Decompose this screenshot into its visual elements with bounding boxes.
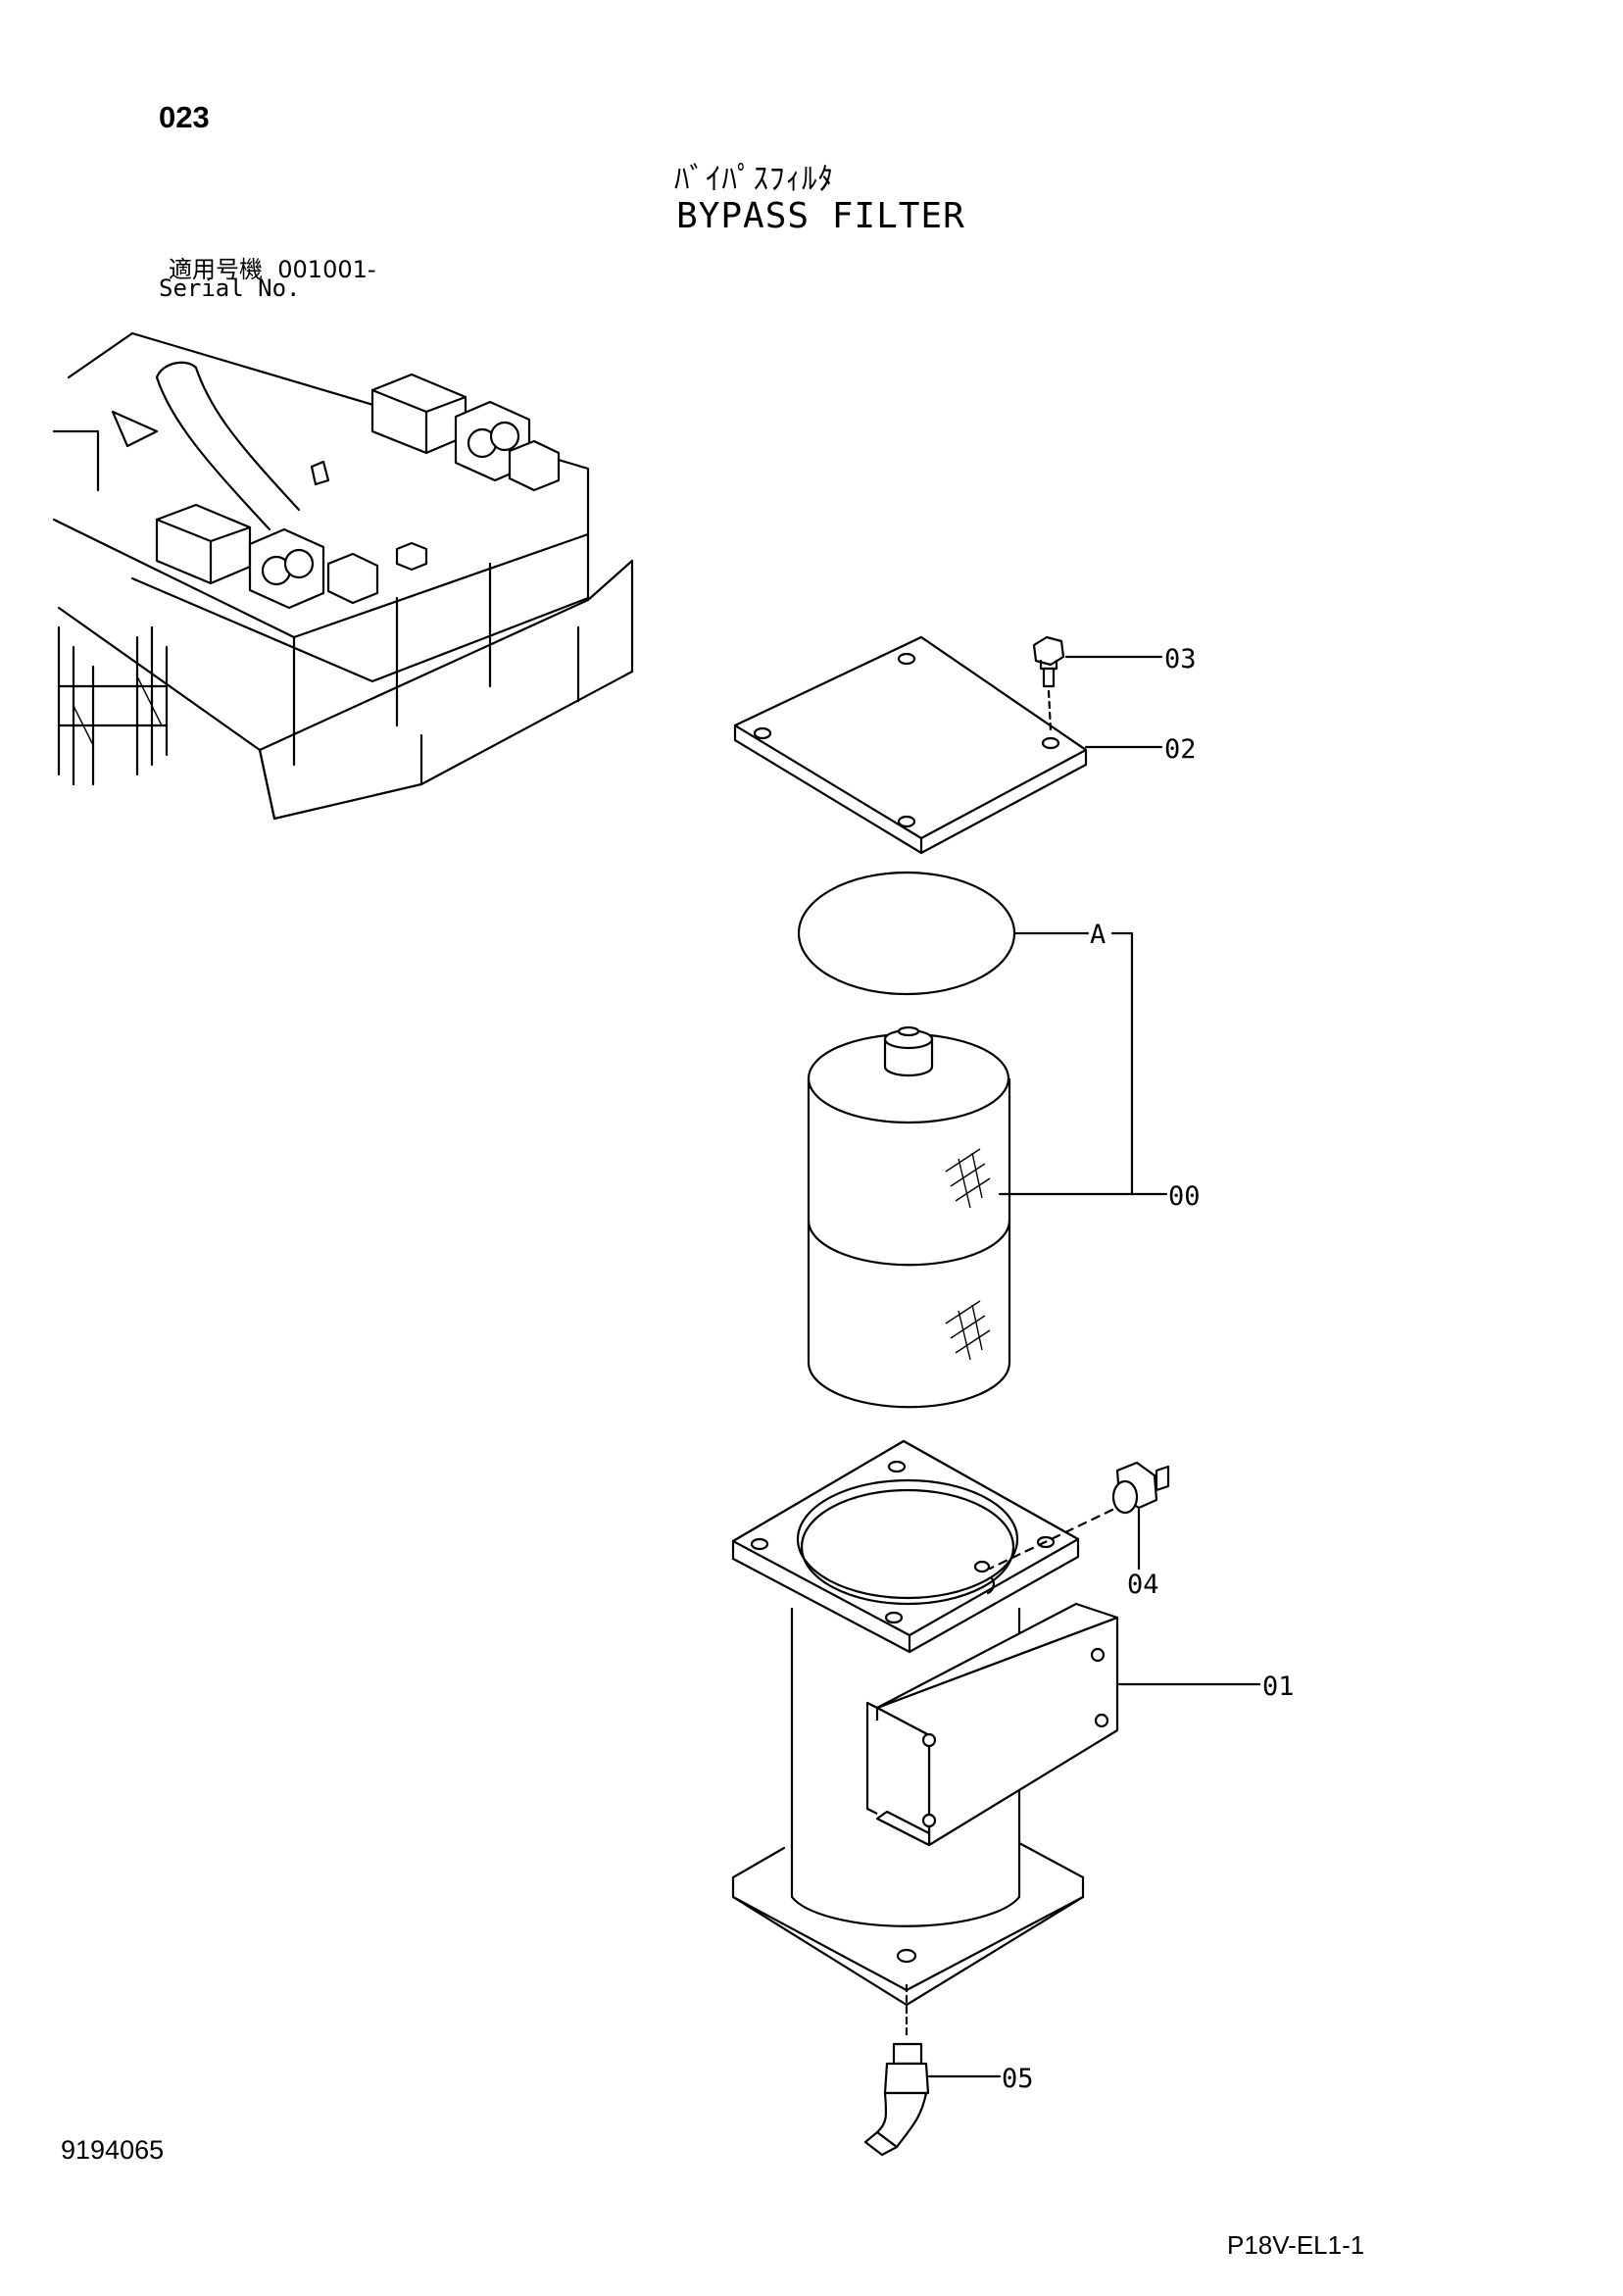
drawing-code: 9194065 <box>61 2135 165 2165</box>
leader-lines <box>927 655 1261 2078</box>
part-02-cover-plate <box>733 635 1088 855</box>
sheet-reference: P18V-EL1-1 <box>1227 2230 1365 2260</box>
title-english: BYPASS FILTER <box>676 196 965 236</box>
serial-label-english: Serial No. <box>159 275 301 302</box>
callout-01: 01 <box>1262 1672 1295 1702</box>
serial-range: 001001- <box>277 256 376 283</box>
callout-00: 00 <box>1168 1181 1201 1212</box>
machine-location-view <box>52 331 634 821</box>
serial-label-japanese: 適用号機 <box>169 256 263 283</box>
page-number: 023 <box>159 100 210 134</box>
title-japanese: ﾊﾞｲﾊﾟｽﾌｨﾙﾀ <box>674 162 834 197</box>
callout-02: 02 <box>1164 734 1197 765</box>
part-01-filter-housing <box>731 1439 1119 2007</box>
part-03-bolt <box>1032 635 1065 732</box>
serial-line-japanese: 適用号機 001001- <box>169 250 376 284</box>
callout-04: 04 <box>1127 1570 1159 1600</box>
part-A-o-ring <box>797 871 1016 996</box>
part-00-filter-element <box>807 1025 1011 1409</box>
part-04-fitting <box>988 1461 1170 1571</box>
callout-05: 05 <box>1002 2064 1034 2094</box>
part-05-elbow-fitting <box>863 1983 930 2157</box>
callout-A: A <box>1090 920 1106 950</box>
callout-03: 03 <box>1164 644 1197 674</box>
